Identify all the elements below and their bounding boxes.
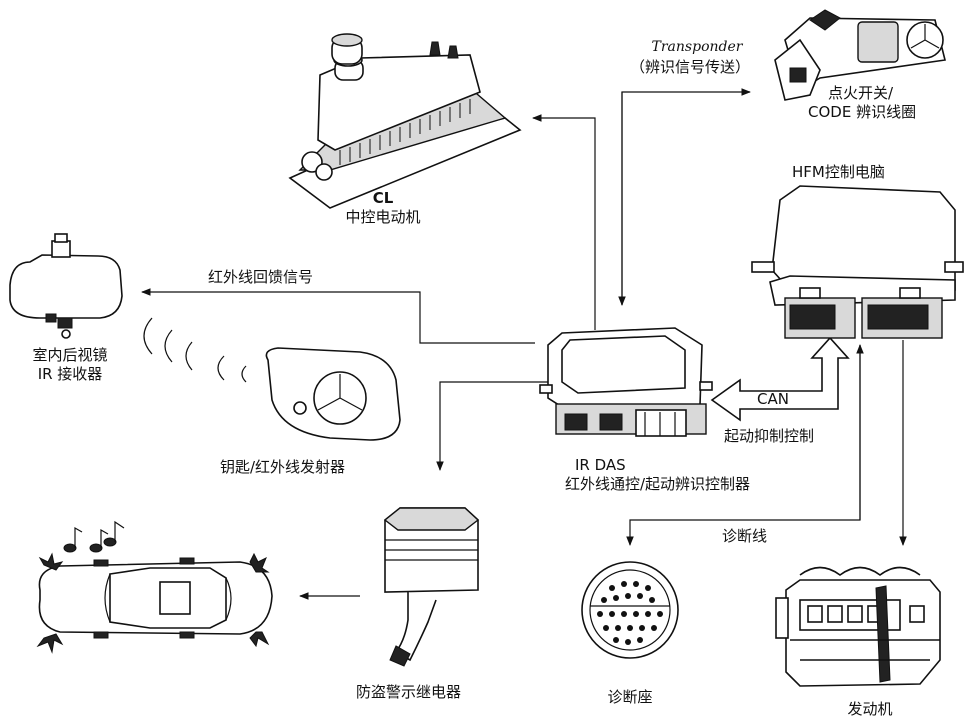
- arrow-to-cl: [532, 114, 596, 330]
- diag-socket-label: 诊断座: [607, 688, 653, 706]
- key-transmitter-image: [265, 347, 401, 441]
- ignition-label-line1: 点火开关/: [828, 84, 894, 102]
- alarm-relay-label: 防盗警示继电器: [356, 683, 462, 701]
- arrow-ir-feedback: [141, 288, 535, 344]
- mirror-receiver-image: [9, 233, 123, 339]
- ir-das-module-image: [539, 327, 713, 437]
- can-label: CAN: [757, 390, 789, 408]
- cl-label-line2: 中控电动机: [345, 208, 421, 226]
- cl-label-line1: CL: [372, 189, 394, 207]
- ir-feedback-label: 红外线回馈信号: [208, 268, 314, 286]
- irdas-label-line1: IR DAS: [575, 456, 626, 474]
- arrow-to-alarm-relay: [436, 381, 555, 471]
- cl-motor-image: [288, 33, 522, 209]
- arrow-transponder: [618, 88, 751, 306]
- start-inhibit-label: 起动抑制控制: [724, 427, 815, 445]
- car-image: [36, 552, 273, 654]
- engine-image: [775, 566, 941, 687]
- mirror-label-line1: 室内后视镜: [32, 346, 108, 364]
- key-label: 钥匙/红外线发射器: [220, 458, 346, 476]
- music-notes-icon: [63, 520, 125, 553]
- diagnostic-socket-image: [581, 561, 679, 659]
- irdas-label-line2: 红外线通控/起动辨识控制器: [565, 475, 751, 493]
- ir-waves-icon: [143, 317, 247, 383]
- alarm-relay-image: [383, 507, 480, 667]
- transponder-label-en: Transponder: [651, 39, 743, 55]
- transponder-label-cn: （辨识信号传送）: [629, 58, 750, 76]
- engine-label: 发动机: [847, 700, 893, 718]
- diag-line-arrow: [626, 344, 864, 546]
- hfm-label: HFM控制电脑: [792, 163, 885, 181]
- diag-line-label: 诊断线: [722, 527, 768, 545]
- ignition-switch-image: [774, 9, 946, 101]
- hfm-computer-image: [751, 185, 964, 339]
- ignition-label-line2: CODE 辨识线圈: [808, 103, 917, 121]
- mirror-label-line2: IR 接收器: [37, 365, 103, 383]
